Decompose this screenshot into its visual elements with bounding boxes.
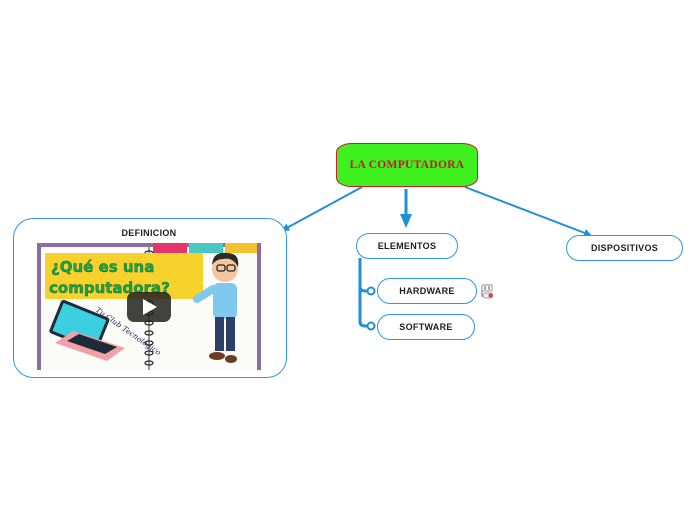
connector-elementos-children	[358, 258, 372, 328]
definicion-label: DEFINICION	[121, 228, 177, 238]
root-label: LA COMPUTADORA	[349, 159, 465, 171]
software-label: SOFTWARE	[399, 322, 453, 332]
attachment-icon[interactable]	[479, 283, 495, 299]
toggle-icon	[488, 293, 493, 298]
connector-root-dispositivos	[464, 186, 592, 237]
root-node[interactable]: LA COMPUTADORA	[336, 143, 478, 187]
hardware-node[interactable]: HARDWARE	[377, 278, 477, 304]
dispositivos-node[interactable]: DISPOSITIVOS	[566, 235, 683, 261]
hardware-label: HARDWARE	[399, 286, 455, 296]
connector-dot-hardware	[366, 286, 376, 296]
video-title-line1: ¿Qué es una	[51, 258, 154, 276]
character-figure	[193, 252, 239, 363]
connector-dot-software	[366, 321, 376, 331]
connector-root-definicion	[281, 186, 363, 231]
elementos-node[interactable]: ELEMENTOS	[356, 233, 458, 259]
software-node[interactable]: SOFTWARE	[377, 314, 475, 340]
elementos-label: ELEMENTOS	[377, 241, 437, 251]
dispositivos-label: DISPOSITIVOS	[590, 243, 659, 253]
video-thumbnail[interactable]: ¿Qué es una computadora? Tu Club Tecnolo…	[37, 243, 261, 370]
play-icon	[127, 292, 171, 322]
